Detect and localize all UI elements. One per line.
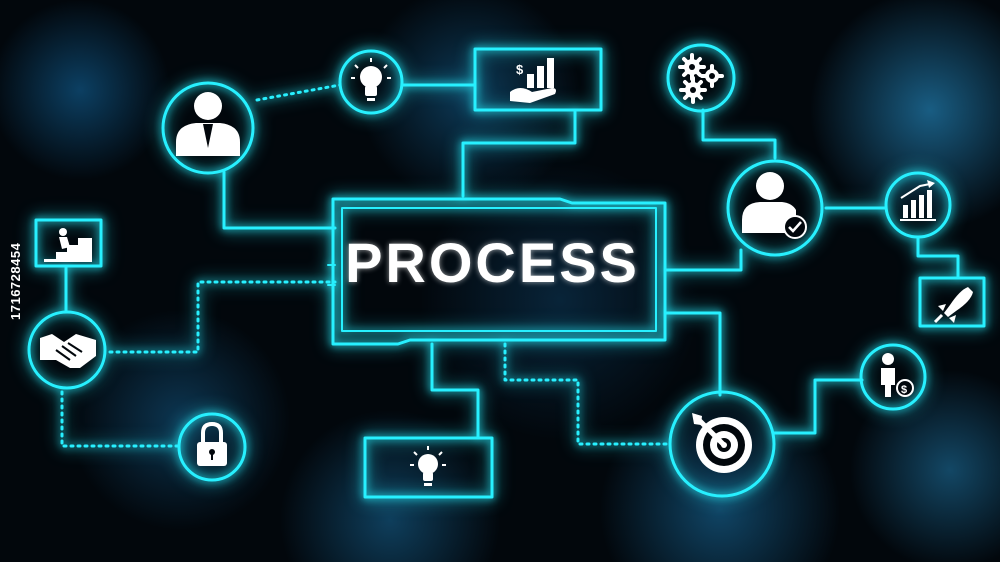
lock-icon: [197, 421, 227, 466]
connector-line: [772, 378, 864, 435]
stairs-success-icon: [44, 228, 92, 262]
connector-line: [222, 170, 337, 230]
connector-line: [461, 110, 577, 198]
businessman-node: [161, 81, 255, 175]
connector-line: [701, 108, 777, 160]
target-icon: [692, 413, 752, 473]
user-approved-icon: [742, 172, 807, 239]
connector-line: [663, 311, 722, 397]
rocket-node: [918, 276, 986, 328]
businessman-icon: [176, 92, 240, 156]
money-growth-icon: $: [510, 58, 556, 103]
central-box-frame: [331, 197, 667, 346]
rocket-icon: [933, 287, 973, 324]
svg-text:$: $: [516, 62, 524, 77]
gears-node: [666, 43, 736, 113]
central-box-inner: [341, 207, 657, 332]
process-title: PROCESS: [345, 231, 640, 294]
connector-line: [60, 390, 182, 448]
stock-id-watermark: 1716728454: [8, 242, 23, 320]
svg-text:$: $: [901, 384, 907, 396]
connector-line: [255, 83, 342, 102]
connector-line: [503, 342, 670, 446]
lightbulb-node: [338, 49, 404, 115]
connector-line: [108, 280, 337, 354]
lightbulb-icon: [410, 446, 446, 486]
connector-line: [663, 248, 743, 272]
bar-chart-node: [884, 171, 952, 239]
central-box-accent: [327, 264, 336, 286]
lightbulb-icon: [351, 58, 391, 101]
investor-icon: $: [881, 353, 914, 397]
bottom-lightbulb-node: [363, 436, 494, 499]
target-node: [668, 390, 776, 498]
handshake-node: [27, 310, 107, 390]
money-growth-node: [473, 47, 603, 112]
lock-node: [177, 412, 247, 482]
investor-node: [859, 343, 927, 411]
gears-icon: [678, 53, 724, 104]
connector-line: [430, 342, 480, 440]
handshake-icon: [40, 334, 96, 368]
connector-line: [916, 235, 960, 278]
stairs-success-node: [34, 218, 103, 268]
user-approved-node: [726, 159, 824, 257]
bar-chart-icon: [900, 180, 936, 221]
